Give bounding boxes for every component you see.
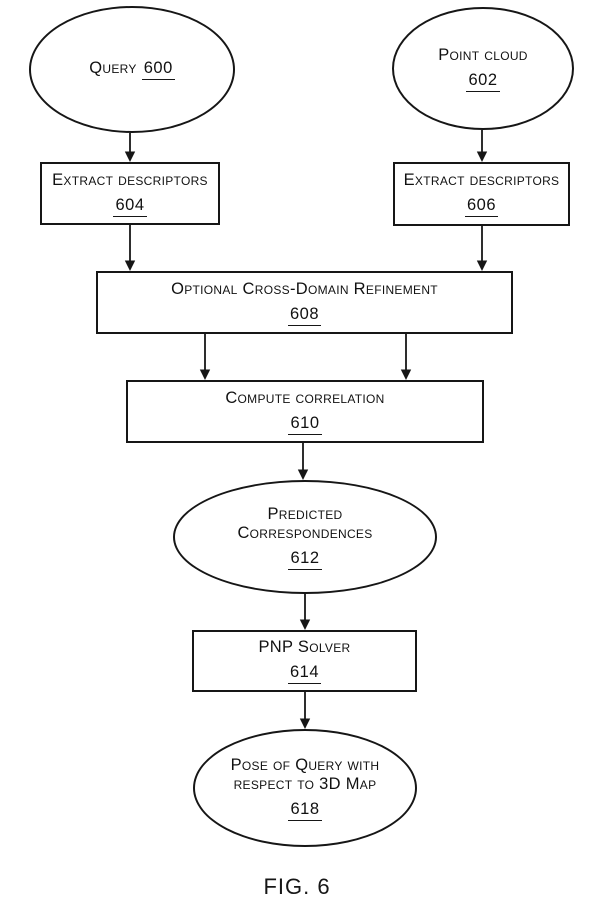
node-predicted-correspondences-label-line1: Predicted — [267, 504, 343, 523]
node-extract-descriptors-604: Extract descriptors 604 — [40, 162, 220, 225]
node-compute-correlation-label: Compute correlation — [225, 388, 385, 407]
node-cross-domain-refinement: Optional Cross-Domain Refinement 608 — [96, 271, 513, 334]
arrow-606-to-608 — [476, 226, 488, 271]
arrow-610-to-612 — [297, 443, 309, 480]
arrow-602-to-606 — [476, 130, 488, 162]
node-compute-correlation-ref: 610 — [288, 413, 322, 435]
node-cross-domain-refinement-label: Optional Cross-Domain Refinement — [171, 279, 438, 298]
figure-caption: FIG. 6 — [263, 874, 331, 899]
node-compute-correlation: Compute correlation 610 — [126, 380, 484, 443]
arrow-608-to-610-right — [400, 334, 412, 380]
node-pose-of-query-ref: 618 — [288, 799, 322, 821]
node-pnp-solver-ref: 614 — [287, 662, 322, 684]
node-predicted-correspondences-label-line2: Correspondences — [237, 523, 373, 542]
node-pose-of-query: Pose of Query with respect to 3D Map 618 — [193, 729, 417, 847]
node-query-label: Query — [89, 59, 137, 77]
node-point-cloud: Point cloud 602 — [392, 7, 574, 130]
arrow-600-to-604 — [124, 133, 136, 162]
node-pose-of-query-label-line1: Pose of Query with — [230, 755, 380, 774]
node-cross-domain-refinement-ref: 608 — [287, 304, 322, 326]
arrow-608-to-610-left — [199, 334, 211, 380]
node-predicted-correspondences: Predicted Correspondences 612 — [173, 480, 437, 594]
node-extract-descriptors-606: Extract descriptors 606 — [393, 162, 570, 226]
node-predicted-correspondences-ref: 612 — [288, 548, 322, 570]
node-extract-descriptors-606-label: Extract descriptors — [403, 171, 560, 189]
node-extract-descriptors-606-ref: 606 — [464, 195, 499, 217]
arrow-612-to-614 — [299, 594, 311, 630]
node-pose-of-query-label-line2: respect to 3D Map — [233, 774, 377, 793]
node-point-cloud-label: Point cloud — [438, 45, 528, 64]
node-point-cloud-ref: 602 — [466, 70, 500, 92]
arrow-614-to-618 — [299, 692, 311, 729]
node-pnp-solver: PNP Solver 614 — [192, 630, 417, 692]
node-pnp-solver-label: PNP Solver — [258, 638, 351, 656]
node-query-ref: 600 — [141, 59, 175, 80]
node-extract-descriptors-604-ref: 604 — [113, 195, 147, 217]
arrow-604-to-608 — [124, 225, 136, 271]
node-extract-descriptors-604-label: Extract descriptors — [52, 170, 208, 189]
